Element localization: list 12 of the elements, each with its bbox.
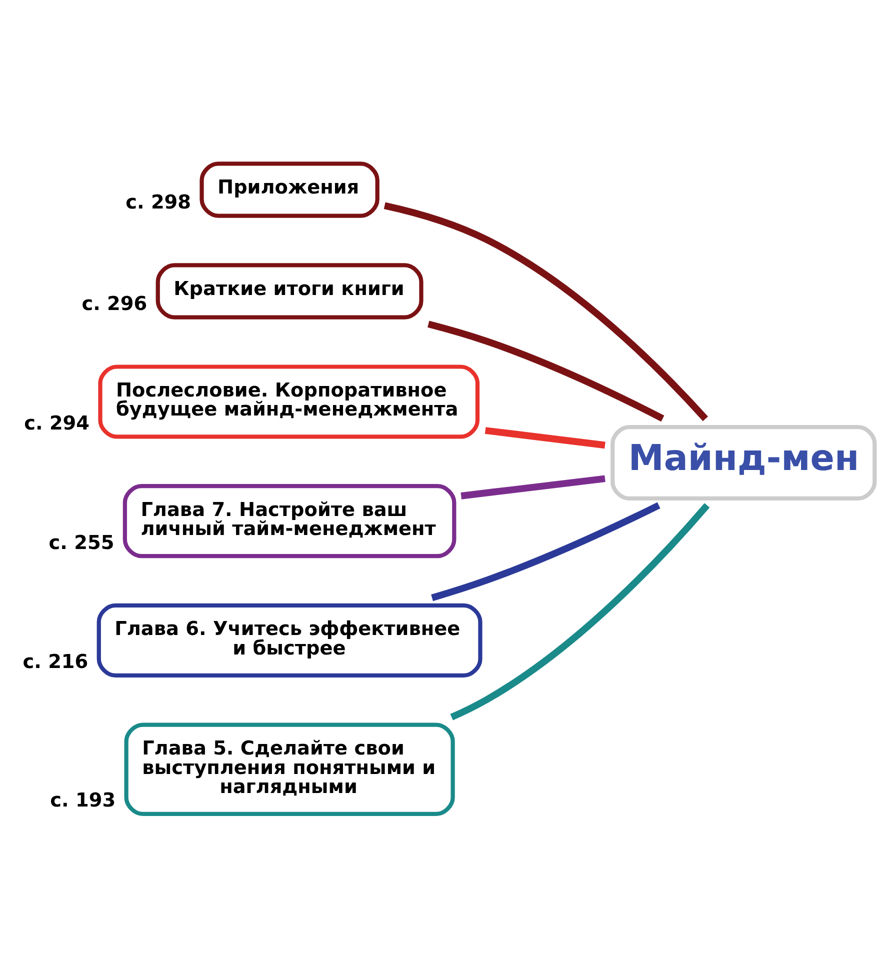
node-label: с. 294 — [24, 410, 90, 434]
connector — [460, 474, 606, 499]
connector — [431, 502, 660, 601]
connector — [484, 426, 606, 448]
node-label: с. 255 — [48, 530, 114, 554]
connector — [428, 320, 664, 422]
node-label: с. 193 — [50, 788, 116, 812]
connector — [450, 502, 710, 720]
node-label: с. 296 — [82, 292, 148, 315]
node-label: с. 216 — [22, 650, 88, 673]
node-label: с. 298 — [126, 190, 192, 214]
connector — [384, 202, 708, 421]
